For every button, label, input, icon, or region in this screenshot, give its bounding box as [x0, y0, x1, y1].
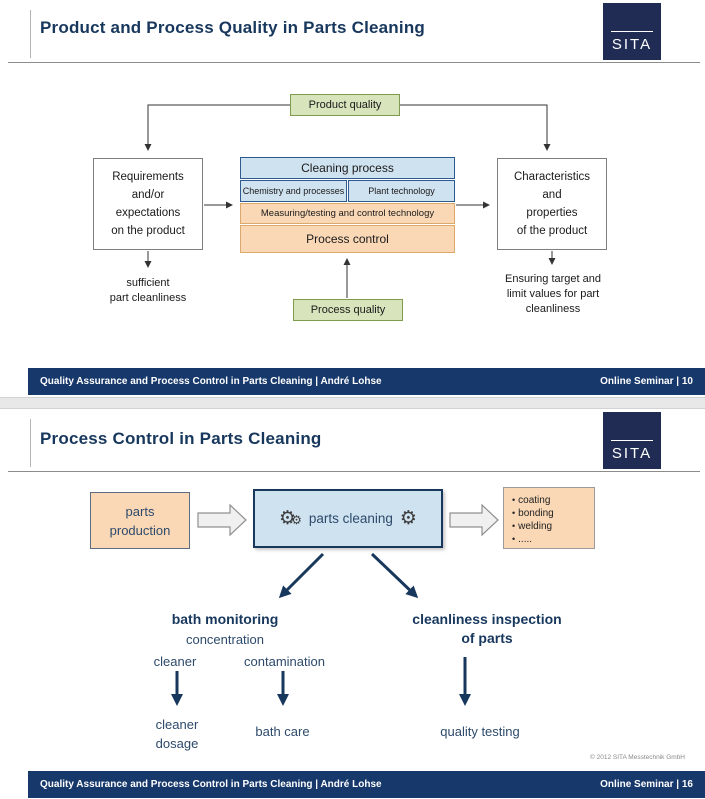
gear-icon: ⚙: [399, 507, 417, 529]
sita-logo-line: [610, 31, 654, 32]
chemistry-box: Chemistry and processes: [240, 180, 347, 202]
quality-testing-label: quality testing: [440, 724, 520, 739]
process-control-box: Process control: [240, 225, 455, 253]
characteristics-box: Characteristics and properties of the pr…: [497, 158, 607, 250]
bath-care-label: bath care: [255, 724, 310, 739]
concentration-label: concentration: [185, 632, 265, 647]
bullet-icon: •: [512, 534, 516, 544]
right-note-line: Ensuring target and: [504, 273, 601, 285]
outputs-list: •coating •bonding •welding •.....: [504, 488, 558, 550]
flow-arrow-icon: [449, 503, 499, 537]
cleaning-process-header: Cleaning process: [240, 157, 455, 179]
left-note: sufficient part cleanliness: [98, 276, 198, 306]
characteristics-line: properties: [526, 207, 578, 219]
connector-product-quality-left: [144, 104, 290, 151]
page-title: Process Control in Parts Cleaning: [40, 429, 322, 448]
characteristics-line: of the product: [516, 225, 588, 237]
characteristics-line: Characteristics: [513, 171, 591, 183]
requirements-line: and/or: [131, 189, 165, 201]
right-note-line: cleanliness: [525, 303, 581, 315]
contamination-label: contamination: [244, 654, 325, 669]
cleaning-process-stack: Cleaning process Chemistry and processes…: [240, 157, 455, 253]
footer-left-text: Quality Assurance and Process Control in…: [40, 779, 382, 790]
outputs-box: •coating •bonding •welding •.....: [503, 487, 595, 549]
sita-logo-text: SITA: [611, 445, 653, 462]
arrow-cleaning-to-monitoring: [278, 552, 325, 599]
gear-icon: ⚙: [291, 513, 302, 527]
connector-product-quality-right: [400, 104, 551, 151]
slide-product-process-quality: Product and Process Quality in Parts Cle…: [0, 0, 705, 397]
sita-logo: SITA: [603, 3, 661, 60]
right-note-line: limit values for part: [506, 288, 600, 300]
gear-icon: ⚙: [279, 507, 297, 529]
cleaner-dosage-label: cleaner dosage: [155, 717, 199, 751]
output-item: •welding: [512, 521, 553, 532]
slide-process-control: Process Control in Parts Cleaning SITA p…: [0, 409, 705, 799]
parts-cleaning-box: ⚙⚙ parts cleaning ⚙: [253, 489, 443, 548]
requirements-line: on the product: [111, 225, 185, 237]
sita-logo-text: SITA: [611, 36, 653, 53]
title-divider: [8, 62, 700, 63]
parts-production-line: parts: [125, 503, 155, 519]
bullet-icon: •: [512, 495, 516, 505]
copyright-text: © 2012 SITA Messtechnik GmbH: [590, 754, 685, 761]
page-title: Product and Process Quality in Parts Cle…: [40, 18, 425, 37]
title-divider: [8, 471, 700, 472]
requirements-box: Requirements and/or expectations on the …: [93, 158, 203, 250]
measuring-box: Measuring/testing and control technology: [240, 203, 455, 224]
slide2-footer: Quality Assurance and Process Control in…: [28, 771, 705, 798]
parts-production-box: parts production: [90, 492, 190, 549]
cleaning-process-subrow: Chemistry and processes Plant technology: [240, 180, 455, 202]
parts-cleaning-label: parts cleaning: [308, 511, 393, 526]
output-item: •.....: [512, 534, 533, 545]
characteristics-line: and: [542, 189, 562, 201]
slide1-footer: Quality Assurance and Process Control in…: [28, 368, 705, 395]
plant-technology-box: Plant technology: [348, 180, 455, 202]
output-item: •bonding: [512, 508, 554, 519]
bath-monitoring-label: bath monitoring: [171, 611, 279, 627]
requirements-line: expectations: [115, 207, 181, 219]
footer-page-indicator: Online Seminar | 16: [600, 779, 693, 790]
arrow-cleaning-to-inspection: [370, 552, 419, 599]
sita-logo-line: [610, 440, 654, 441]
product-quality-box: Product quality: [290, 94, 400, 116]
flow-arrow-icon: [197, 503, 247, 537]
cleaner-label: cleaner: [153, 654, 197, 669]
footer-page-indicator: Online Seminar | 10: [600, 376, 693, 387]
title-accent-line: [30, 419, 31, 467]
requirements-line: Requirements: [112, 171, 184, 183]
process-quality-box: Process quality: [293, 299, 403, 321]
title-accent-line: [30, 10, 31, 58]
footer-left-text: Quality Assurance and Process Control in…: [40, 376, 382, 387]
parts-production-line: production: [109, 522, 171, 538]
cleanliness-inspection-label: cleanliness inspection of parts: [412, 611, 562, 646]
output-item: •coating: [512, 495, 551, 506]
sita-logo: SITA: [603, 412, 661, 469]
right-note: Ensuring target and limit values for par…: [498, 272, 608, 317]
slide2-connectors: [171, 503, 499, 706]
left-note-line: part cleanliness: [109, 292, 187, 304]
bullet-icon: •: [512, 521, 516, 531]
gears-icon: ⚙⚙: [279, 509, 302, 528]
bullet-icon: •: [512, 508, 516, 518]
left-note-line: sufficient: [126, 277, 170, 289]
